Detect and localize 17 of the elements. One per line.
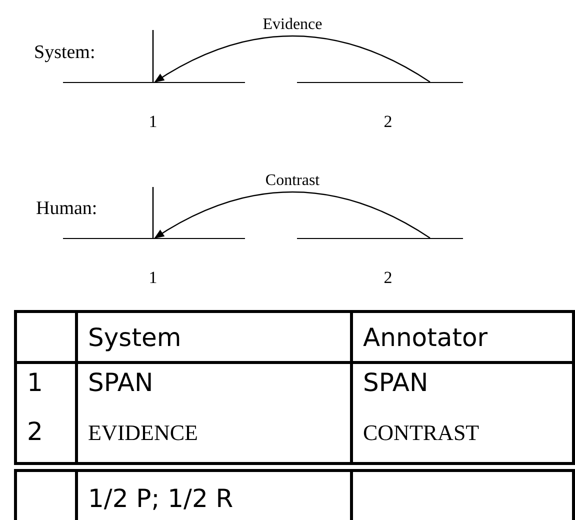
relation-arrow bbox=[154, 191, 430, 239]
relation-label: SPAN bbox=[363, 368, 428, 396]
column-header: System bbox=[88, 322, 182, 352]
row-number: 2 bbox=[27, 416, 43, 446]
segment-number: 1 bbox=[148, 112, 158, 132]
relation-label: EVIDENCE bbox=[88, 420, 198, 444]
relation-arrow bbox=[154, 35, 430, 83]
score-text: 1/2 P; 1/2 R bbox=[88, 484, 234, 512]
human-label: Human: bbox=[36, 198, 98, 220]
segment-number: 2 bbox=[384, 112, 392, 132]
relation-label: SPAN bbox=[88, 368, 154, 396]
segment-number: 1 bbox=[148, 268, 158, 288]
system-label: System: bbox=[34, 42, 96, 64]
segment-number: 2 bbox=[384, 268, 392, 288]
column-header: Annotator bbox=[363, 322, 488, 352]
relation-label: CONTRAST bbox=[363, 420, 480, 444]
row-number: 1 bbox=[27, 368, 43, 396]
